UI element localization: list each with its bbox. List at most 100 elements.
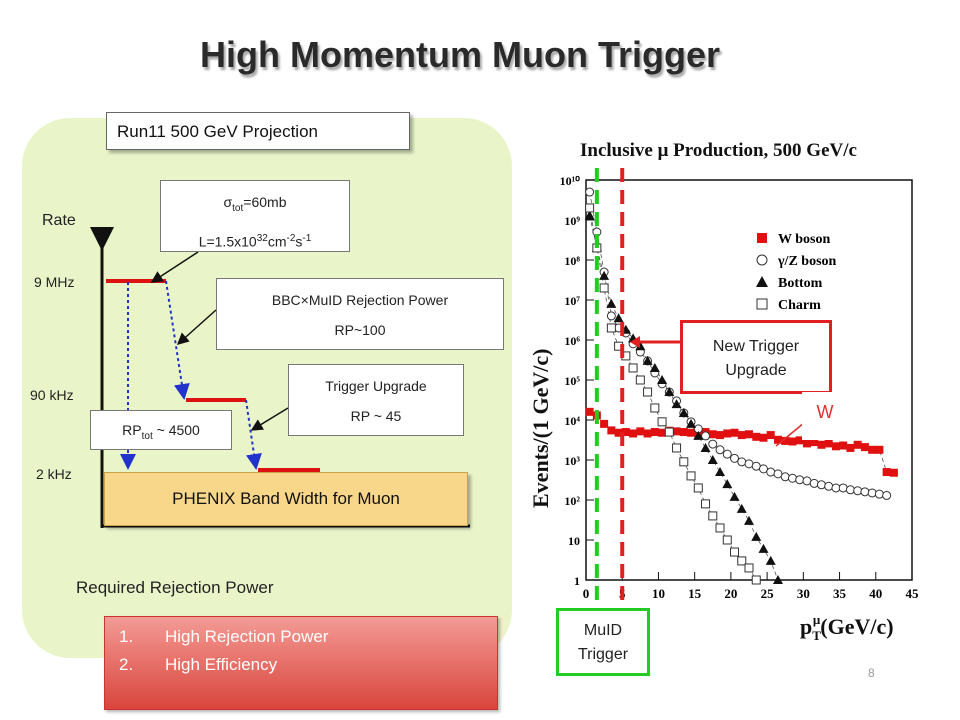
bottom-point: [722, 479, 733, 489]
level-90khz: 90 kHz: [30, 387, 74, 403]
charm-point: [679, 457, 689, 467]
w-boson-point: [643, 429, 652, 438]
list-item: 1.High Rejection Power: [119, 627, 329, 646]
charm-point: [650, 403, 660, 413]
sigma-text: σtot=60mb: [223, 194, 287, 214]
page-title: High Momentum Muon Trigger: [200, 34, 720, 75]
w-label: W: [802, 392, 848, 440]
gz-boson-point: [787, 473, 797, 483]
w-boson-point: [708, 430, 717, 439]
w-boson-point: [860, 443, 869, 452]
new-trigger-line2: Upgrade: [725, 362, 787, 379]
requirements-list: 1.High Rejection Power 2.High Efficiency: [104, 616, 498, 710]
x-tick-label: 15: [688, 586, 702, 601]
y-tick-label: 10²: [564, 494, 580, 508]
bottom-point: [642, 355, 653, 365]
w-boson-point: [788, 437, 797, 446]
w-boson-point: [716, 431, 725, 440]
bbc-pointer: [176, 309, 217, 346]
charm-point: [606, 323, 616, 333]
w-boson-point: [658, 428, 667, 437]
muid-line1: MuID: [583, 622, 623, 639]
chart-title: Inclusive μ Production, 500 GeV/c: [580, 140, 857, 161]
y-tick-label: 10: [568, 534, 580, 548]
bottom-point: [657, 375, 668, 384]
y-tick-label: 10⁹: [564, 214, 580, 228]
rejection-diagram: [90, 227, 470, 528]
bandwidth-box: PHENIX Band Width for Muon: [104, 472, 468, 526]
charm-point: [664, 427, 674, 437]
gz-boson-point: [860, 487, 870, 497]
x-tick-label: 10: [652, 586, 665, 601]
gz-boson-point: [585, 187, 595, 197]
charm-point: [635, 375, 645, 385]
w-boson-point: [679, 428, 688, 437]
bottom-point: [700, 442, 711, 452]
gz-boson-point: [816, 480, 826, 490]
bottom-point: [686, 418, 697, 428]
w-boson-point: [766, 431, 775, 440]
y-tick-label: 10³: [564, 454, 580, 468]
y-tick-label: 10⁵: [564, 374, 580, 388]
trigger-line1: Trigger Upgrade: [325, 378, 427, 394]
muid-line2: Trigger: [577, 646, 629, 663]
muon-production-chart: Inclusive μ Production, 500 GeV/c Events…: [518, 128, 942, 644]
series-fit-line: [589, 215, 779, 581]
required-rejection-label: Required Rejection Power: [76, 578, 274, 597]
y-tick-label: 10⁸: [564, 254, 580, 268]
w-boson-point: [889, 468, 898, 477]
trigger-pointer: [250, 407, 289, 431]
trigger-callout: Trigger Upgrade RP ~ 45: [288, 364, 464, 436]
legend-label: Charm: [778, 298, 821, 313]
projection-label: Run11 500 GeV Projection: [117, 122, 318, 141]
gz-boson-point: [606, 311, 616, 321]
new-trigger-upgrade-label: New Trigger Upgrade: [680, 320, 832, 394]
gz-boson-point: [838, 483, 848, 493]
w-boson-point: [629, 429, 638, 438]
lumi-text: L=1.5x1032cm-2s-1: [198, 232, 312, 250]
gz-boson-point: [882, 490, 892, 500]
trigger-line2: RP ~ 45: [350, 408, 402, 424]
charm-point: [599, 283, 609, 293]
level-9mhz: 9 MHz: [34, 274, 75, 290]
w-boson-point: [730, 428, 739, 437]
bottom-point: [584, 210, 595, 220]
gz-boson-point: [737, 457, 747, 467]
w-boson-point: [614, 428, 623, 437]
bottom-point: [635, 341, 646, 351]
bottom-point: [664, 387, 675, 397]
gz-boson-point: [766, 467, 776, 477]
w-boson-point: [585, 407, 594, 416]
legend-label: γ/Z boson: [777, 254, 837, 269]
gz-boson-point: [853, 486, 863, 496]
bottom-point: [599, 270, 610, 280]
rptot-callout: RPtot ~ 4500: [90, 410, 232, 450]
bottom-point: [758, 543, 769, 553]
bottom-point: [751, 531, 762, 541]
w-boson-point: [650, 428, 659, 437]
gz-boson-point: [701, 431, 711, 441]
w-boson-point: [773, 435, 782, 444]
w-boson-point: [687, 428, 696, 437]
legend-marker: [756, 298, 768, 310]
bottom-point: [729, 491, 740, 501]
gz-boson-point: [809, 478, 819, 488]
gz-boson-point: [708, 439, 718, 449]
projection-box: Run11 500 GeV Projection: [106, 112, 410, 150]
w-boson-point: [752, 432, 761, 441]
w-boson-point: [810, 438, 819, 447]
chart-ylabel: Events/(1 GeV/c): [528, 349, 553, 508]
w-boson-point: [759, 433, 768, 442]
x-tick-label: 40: [869, 586, 882, 601]
bbc-line1: BBC×MuID Rejection Power: [271, 292, 449, 308]
legend-label: W boson: [778, 232, 830, 247]
x-tick-label: 35: [833, 586, 847, 601]
gz-boson-point: [722, 449, 732, 459]
w-boson-point: [868, 445, 877, 454]
gz-boson-point: [874, 489, 884, 499]
charm-point: [737, 556, 747, 566]
charm-point: [722, 535, 732, 545]
charm-point: [751, 575, 761, 585]
charm-point: [643, 387, 653, 397]
bottom-point: [678, 407, 689, 417]
